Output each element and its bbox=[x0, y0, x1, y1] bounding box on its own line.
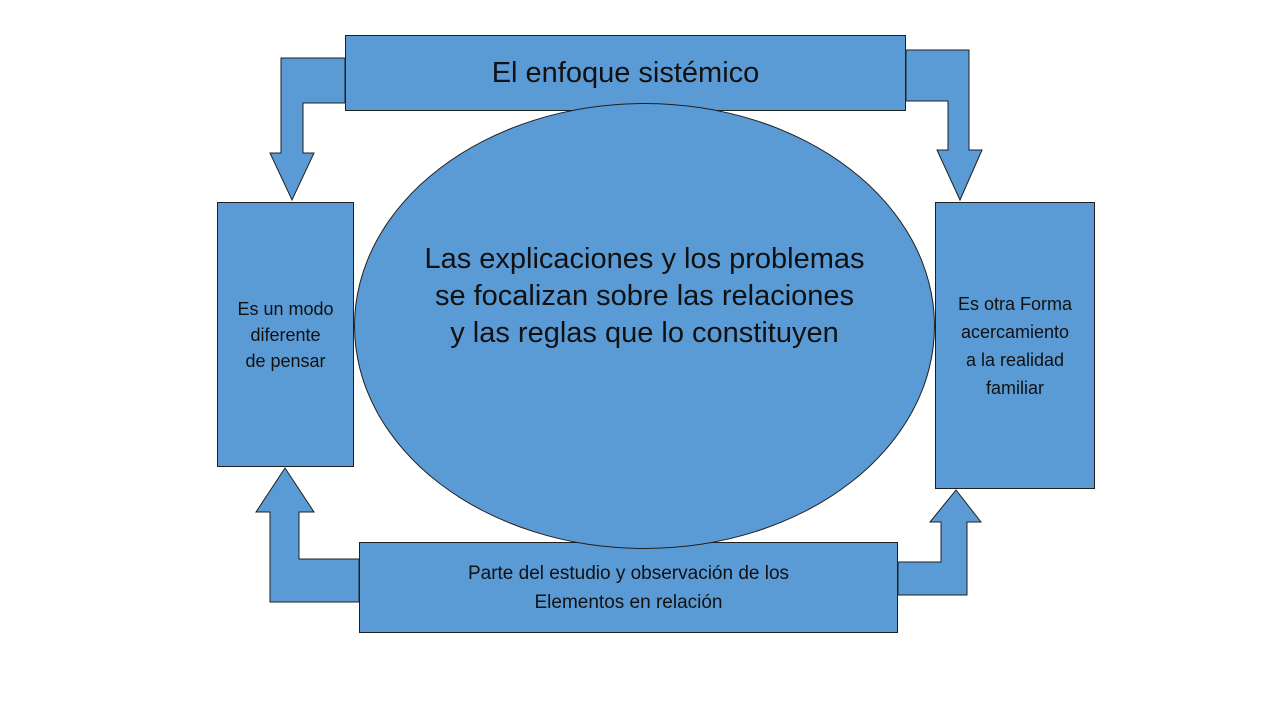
arrow-bottom-to-right bbox=[897, 489, 983, 596]
center-ellipse: Las explicaciones y los problemas se foc… bbox=[354, 103, 935, 549]
right-box: Es otra Forma acercamiento a la realidad… bbox=[935, 202, 1095, 489]
left-box: Es un modo diferente de pensar bbox=[217, 202, 354, 467]
arrow-top-to-left bbox=[269, 57, 346, 202]
top-box-label: El enfoque sistémico bbox=[491, 56, 760, 89]
right-box-label: Es otra Forma acercamiento a la realidad… bbox=[957, 293, 1073, 398]
arrow-top-to-right bbox=[905, 49, 983, 202]
top-box: El enfoque sistémico bbox=[345, 35, 906, 111]
arrow-bottom-to-left bbox=[255, 467, 360, 603]
center-ellipse-label: Las explicaciones y los problemas se foc… bbox=[424, 242, 865, 349]
left-box-label: Es un modo diferente de pensar bbox=[237, 298, 334, 371]
bottom-box: Parte del estudio y observación de los E… bbox=[359, 542, 898, 633]
bottom-box-label: Parte del estudio y observación de los E… bbox=[467, 562, 790, 613]
